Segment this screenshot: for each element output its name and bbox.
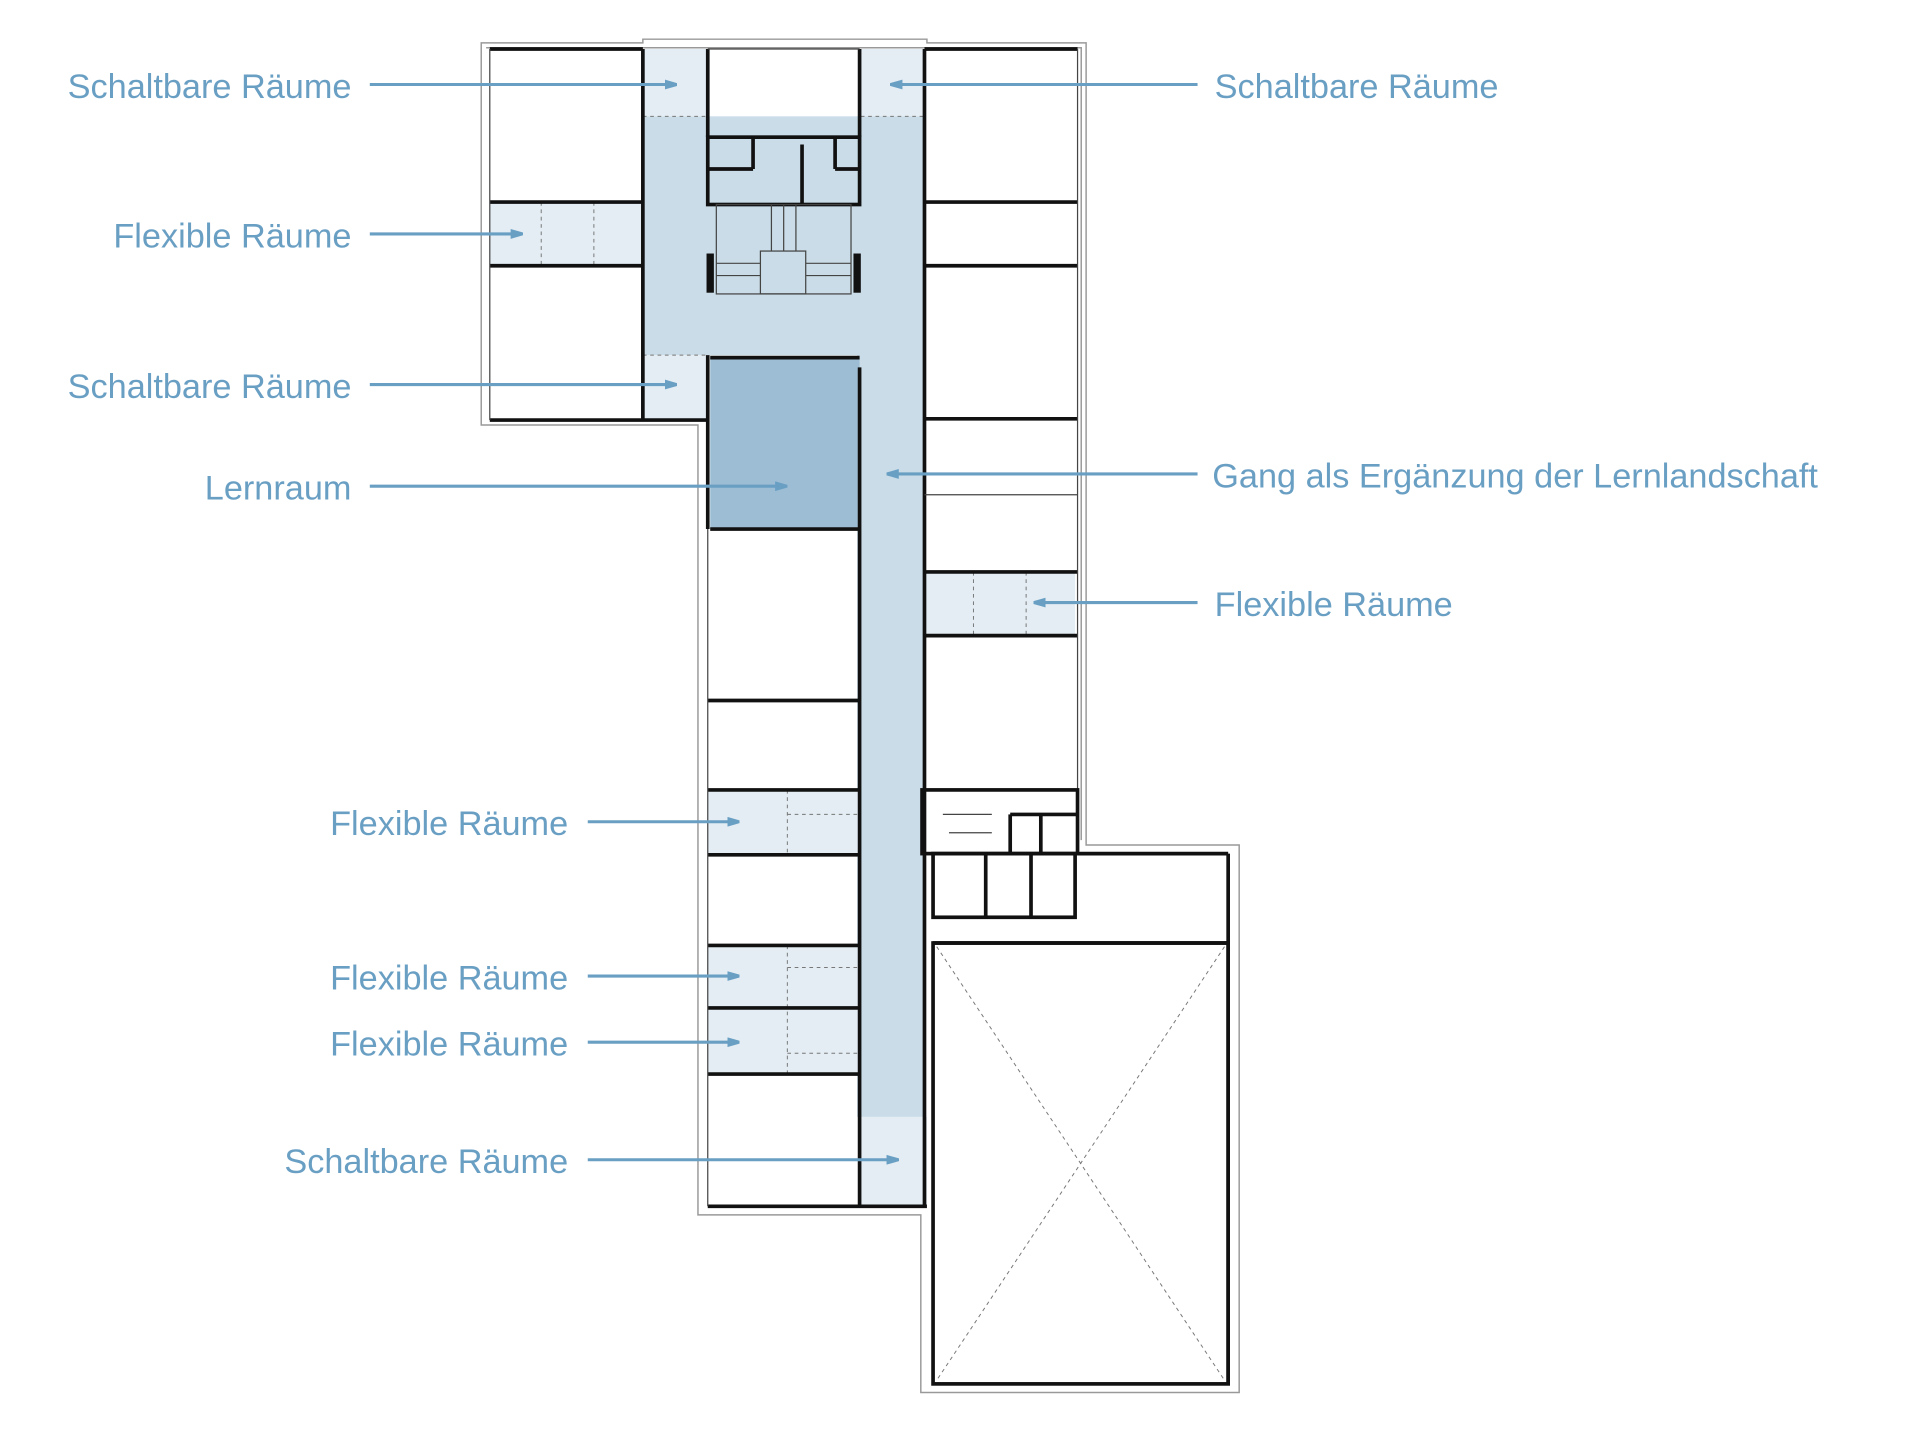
callout-lernraum: Lernraum <box>205 470 786 508</box>
callout-flexibel-right: Flexible Räume <box>1035 586 1453 624</box>
callout-gang: Gang als Ergänzung der Lernlandschaft <box>888 457 1818 495</box>
callout-flexibel-low-2: Flexible Räume <box>330 960 738 998</box>
label-flexibel-right: Flexible Räume <box>1215 586 1453 624</box>
label-flexibel-low-3: Flexible Räume <box>330 1026 568 1064</box>
label-schaltbar-top-left: Schaltbare Räume <box>68 68 352 106</box>
callout-flexibel-low-1: Flexible Räume <box>330 805 738 843</box>
corridor-zone <box>642 116 925 1117</box>
callout-schaltbar-top-right: Schaltbare Räume <box>891 68 1498 106</box>
label-flexibel-low-2: Flexible Räume <box>330 960 568 998</box>
callout-schaltbar-top-left: Schaltbare Räume <box>68 68 676 106</box>
label-schaltbar-mid-left: Schaltbare Räume <box>68 368 352 406</box>
label-lernraum: Lernraum <box>205 470 352 508</box>
label-schaltbar-bottom: Schaltbare Räume <box>284 1143 568 1181</box>
callout-flexibel-low-3: Flexible Räume <box>330 1026 738 1064</box>
callouts: Schaltbare Räume Schaltbare Räume Flexib… <box>68 68 1819 1181</box>
walls <box>489 47 1230 1386</box>
callout-schaltbar-mid-left: Schaltbare Räume <box>68 368 676 406</box>
callout-schaltbar-bottom: Schaltbare Räume <box>284 1143 897 1181</box>
label-flexibel-low-1: Flexible Räume <box>330 805 568 843</box>
label-gang: Gang als Ergänzung der Lernlandschaft <box>1212 457 1818 495</box>
learning-room <box>710 357 860 530</box>
label-flexibel-top-left: Flexible Räume <box>113 217 351 255</box>
building-outline <box>480 38 1240 1394</box>
callout-flexibel-top-left: Flexible Räume <box>113 217 521 255</box>
label-schaltbar-top-right: Schaltbare Räume <box>1215 68 1499 106</box>
